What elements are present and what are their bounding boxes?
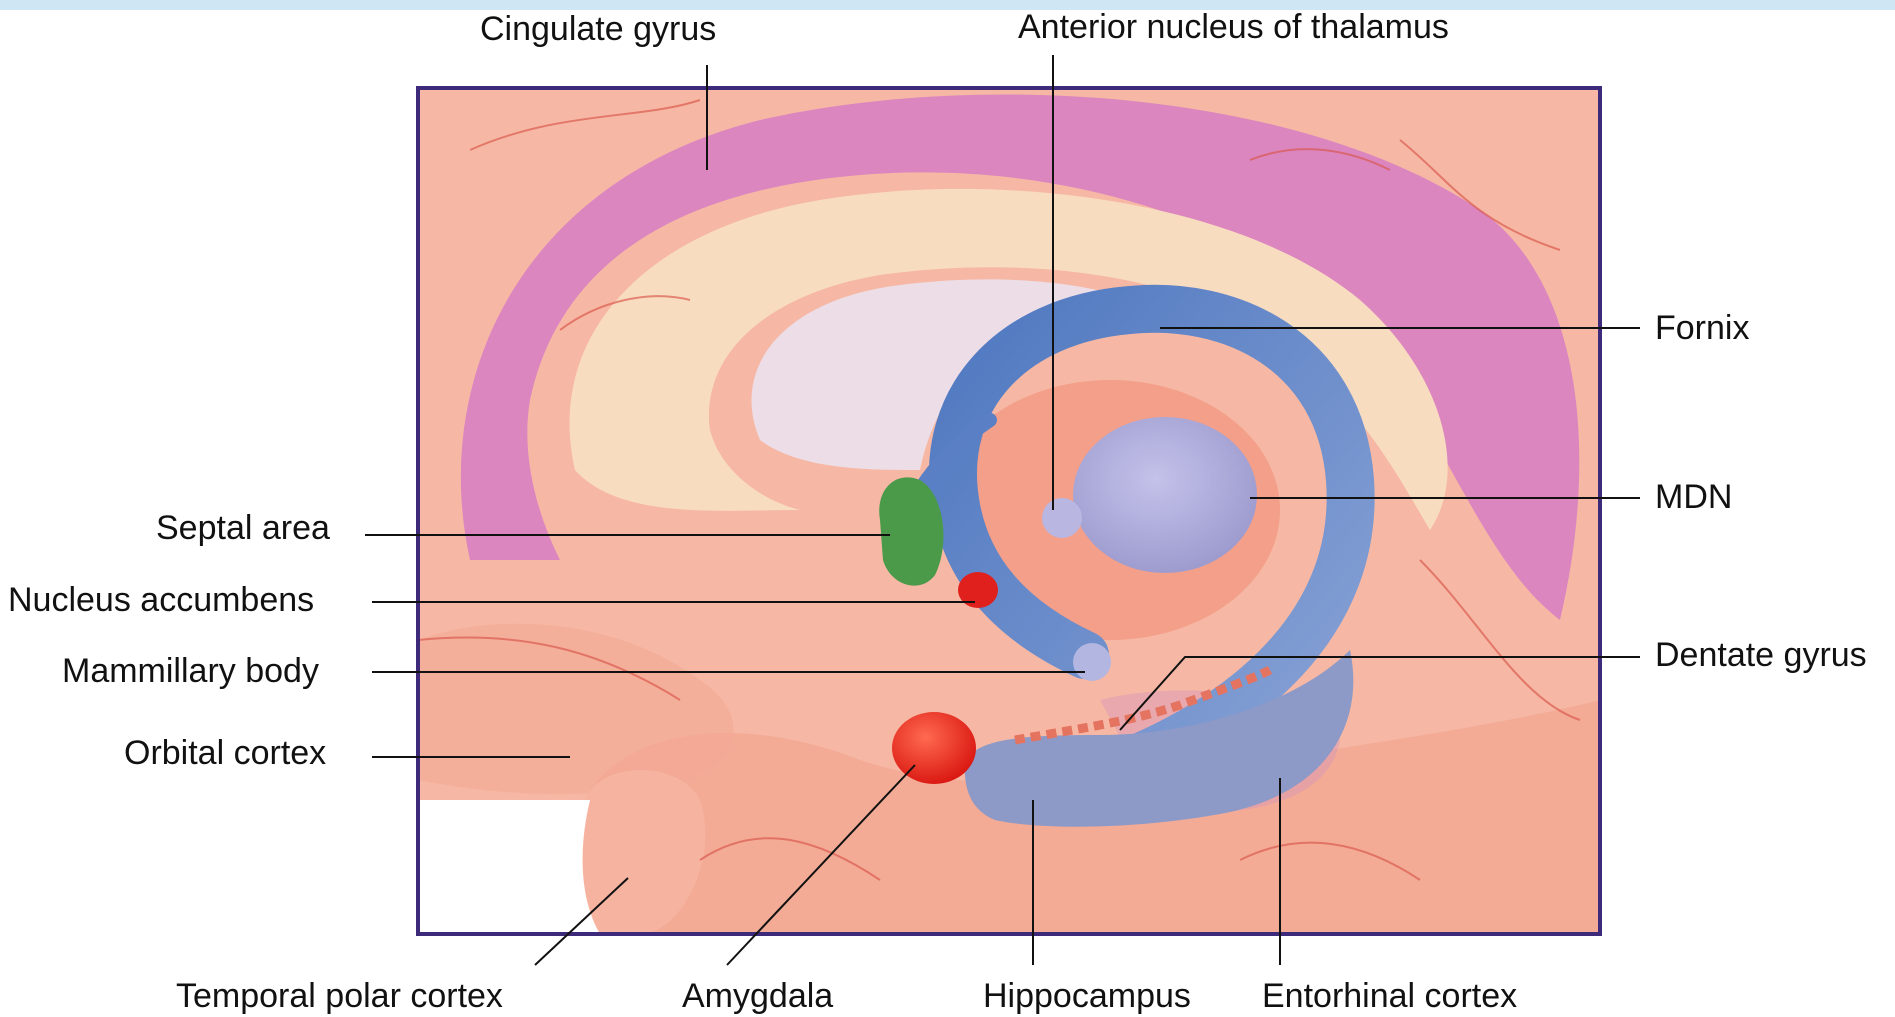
label-fornix: Fornix xyxy=(1655,308,1749,348)
label-anterior-nucleus-thalamus: Anterior nucleus of thalamus xyxy=(1018,7,1449,47)
label-temporal-polar-cortex: Temporal polar cortex xyxy=(176,976,503,1016)
anterior-nucleus-shape xyxy=(1042,498,1082,538)
mdn-nucleus xyxy=(1073,417,1257,573)
label-orbital-cortex: Orbital cortex xyxy=(124,733,326,773)
label-cingulate-gyrus: Cingulate gyrus xyxy=(480,9,716,49)
label-septal-area: Septal area xyxy=(156,508,330,548)
label-nucleus-accumbens: Nucleus accumbens xyxy=(8,580,314,620)
label-amygdala: Amygdala xyxy=(682,976,833,1016)
amygdala-shape xyxy=(892,712,976,784)
mammillary-body-shape xyxy=(1073,643,1111,681)
label-hippocampus: Hippocampus xyxy=(983,976,1191,1016)
label-mammillary-body: Mammillary body xyxy=(62,651,319,691)
label-entorhinal-cortex: Entorhinal cortex xyxy=(1262,976,1517,1016)
label-mdn: MDN xyxy=(1655,477,1732,517)
label-dentate-gyrus: Dentate gyrus xyxy=(1655,635,1867,675)
blank-corner xyxy=(418,800,600,934)
